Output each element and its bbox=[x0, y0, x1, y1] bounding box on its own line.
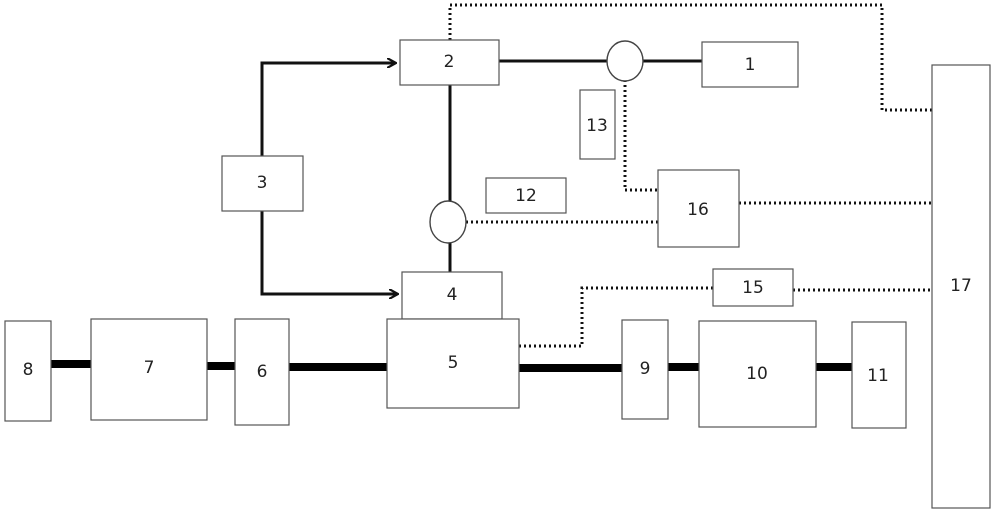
line-3-to-2 bbox=[260, 63, 395, 156]
component-10-label: 10 bbox=[746, 364, 768, 384]
component-4: 4 bbox=[401, 271, 503, 320]
component-13-label: 13 bbox=[586, 116, 608, 136]
component-4-label: 4 bbox=[447, 285, 458, 305]
sensor-ring-top bbox=[606, 40, 644, 82]
component-3: 3 bbox=[221, 155, 304, 212]
component-8-label: 8 bbox=[23, 360, 34, 380]
sensor-ring-middle bbox=[429, 200, 467, 244]
component-10: 10 bbox=[698, 320, 817, 428]
signal-line-sensor-top-16 bbox=[623, 80, 658, 192]
component-9-label: 9 bbox=[640, 359, 651, 379]
component-5: 5 bbox=[386, 318, 520, 409]
component-7-label: 7 bbox=[144, 358, 155, 378]
component-15: 15 bbox=[712, 268, 794, 307]
component-2-label: 2 bbox=[444, 52, 455, 72]
component-13: 13 bbox=[579, 89, 616, 160]
component-6-label: 6 bbox=[257, 362, 268, 382]
component-12: 12 bbox=[485, 177, 567, 214]
component-5-label: 5 bbox=[448, 353, 459, 373]
component-3-label: 3 bbox=[257, 173, 268, 193]
component-9: 9 bbox=[621, 319, 669, 420]
signal-line-2-17 bbox=[448, 3, 932, 112]
component-6: 6 bbox=[234, 318, 290, 426]
component-15-label: 15 bbox=[742, 278, 764, 298]
component-17-label: 17 bbox=[950, 276, 972, 296]
component-11: 11 bbox=[851, 321, 907, 429]
line-3-to-4 bbox=[260, 211, 397, 294]
component-16-label: 16 bbox=[687, 200, 709, 220]
component-11-label: 11 bbox=[867, 366, 889, 386]
component-16: 16 bbox=[657, 169, 740, 248]
component-1: 1 bbox=[701, 41, 799, 88]
component-17: 17 bbox=[931, 64, 991, 509]
component-8: 8 bbox=[4, 320, 52, 422]
component-7: 7 bbox=[90, 318, 208, 421]
component-1-label: 1 bbox=[745, 55, 756, 75]
signal-line-5-15 bbox=[519, 286, 713, 348]
component-12-label: 12 bbox=[515, 186, 537, 206]
component-2: 2 bbox=[399, 39, 500, 86]
